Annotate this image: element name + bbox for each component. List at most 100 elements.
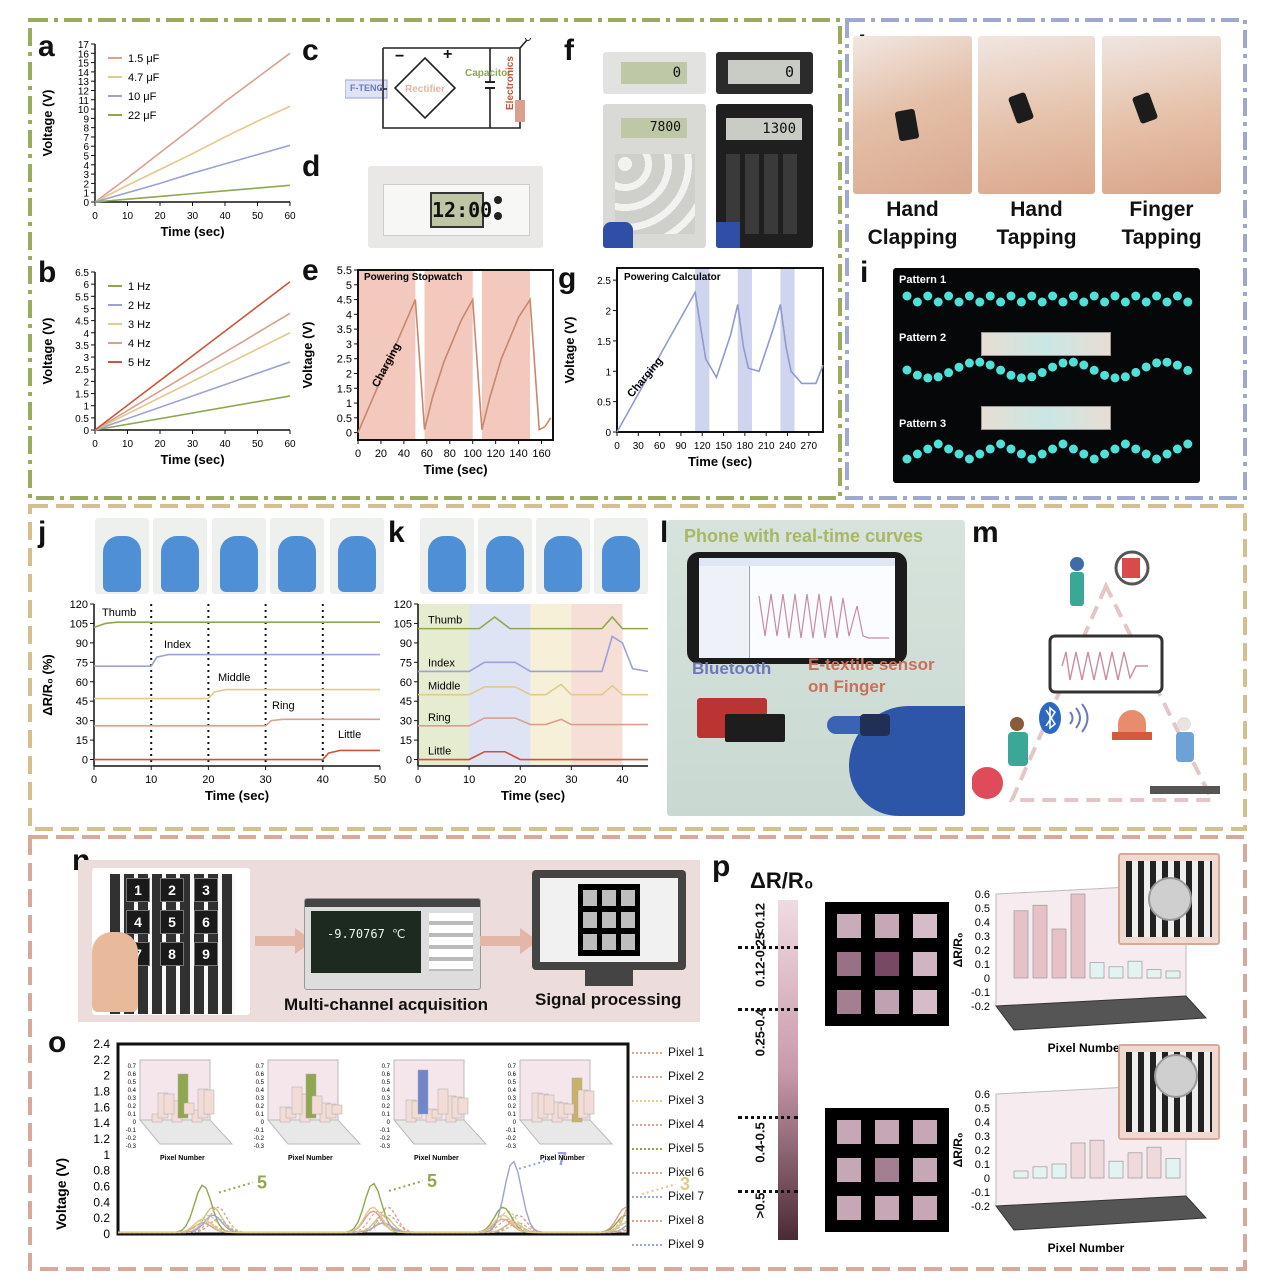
inset-y-tick: -0.1 — [506, 1128, 517, 1134]
inset-y-tick: 0.7 — [128, 1064, 137, 1070]
calc-display-2: 0 — [728, 60, 800, 84]
y-tick-label: 15 — [400, 735, 412, 747]
y-tick-label: -0.2 — [971, 1201, 990, 1213]
pixel-legend-swatch — [632, 1220, 662, 1222]
glove-photo — [594, 518, 648, 594]
y-axis-label: Voltage (V) — [40, 318, 55, 385]
inset-bar — [291, 1086, 303, 1115]
x-tick-label: 120 — [486, 448, 504, 460]
glow-dot — [944, 368, 954, 378]
caption-hand-clapping: Hand Clapping — [867, 198, 958, 250]
key-1: 1 — [126, 878, 150, 902]
hand-clapping-photo — [853, 36, 972, 194]
glow-dot — [1100, 297, 1110, 307]
pattern-1-label: Pattern 1 — [899, 274, 947, 286]
x-tick-label: 0 — [92, 439, 98, 450]
inset-y-tick: -0.2 — [506, 1136, 517, 1142]
inset-bar — [563, 1103, 575, 1115]
inset-y-tick: 0 — [387, 1120, 391, 1126]
annotation-text: Powering Stopwatch — [364, 272, 462, 283]
monitor-cell — [621, 934, 635, 950]
pixel-legend-swatch — [632, 1124, 662, 1126]
glove-photo — [95, 518, 149, 594]
finger-label: Index — [428, 657, 455, 669]
glow-dot — [1068, 291, 1078, 301]
glow-dot — [1068, 444, 1078, 454]
glow-dot — [1089, 365, 1099, 375]
pixel-legend-swatch — [632, 1100, 662, 1102]
glow-dot — [996, 365, 1006, 375]
glove-photo — [153, 518, 207, 594]
glow-dot — [954, 449, 964, 459]
y-tick-label: 30 — [400, 716, 412, 728]
series-line — [418, 615, 648, 630]
inset-y-tick: 0.4 — [508, 1088, 517, 1094]
y-tick-label: 7 — [83, 133, 89, 144]
pixel-bar — [1051, 1163, 1067, 1179]
shaded-region — [469, 604, 531, 766]
finger-label: Ring — [428, 712, 451, 724]
calc-display-3: 7800 — [621, 118, 687, 138]
glow-dot — [1183, 439, 1193, 449]
series-line — [418, 717, 648, 727]
monitor-cell — [621, 912, 635, 928]
glow-dot — [1172, 360, 1182, 370]
glove-hand — [338, 536, 376, 592]
inset-y-tick: 0.3 — [128, 1096, 137, 1102]
glow-dot — [1027, 291, 1037, 301]
inset-bar — [457, 1097, 469, 1115]
pixel-bar — [1013, 1170, 1029, 1179]
key-8: 8 — [160, 942, 184, 966]
y-axis-label: ΔR/R₀ (%) — [40, 654, 55, 715]
pixel-inset-chart: 0.70.60.50.40.30.20.10-0.1-0.2-0.3Pixel … — [254, 1059, 362, 1162]
colorbar-divider — [738, 1190, 798, 1193]
key-6: 6 — [194, 910, 218, 934]
y-tick-label: 0 — [984, 973, 990, 985]
minus-sign: − — [395, 48, 405, 65]
monitor-cell — [602, 912, 616, 928]
pixel-legend-swatch — [632, 1052, 662, 1054]
key-9: 9 — [194, 942, 218, 966]
finger-label: Little — [338, 729, 361, 741]
panel-label-f: f — [564, 34, 574, 67]
inset-y-tick: -0.3 — [254, 1144, 265, 1150]
pixel-legend-label: Pixel 1 — [668, 1045, 705, 1059]
glow-dot — [1120, 439, 1130, 449]
y-tick-label: 1 — [83, 402, 89, 413]
inset-y-tick: 0.4 — [128, 1088, 137, 1094]
finger-label: Middle — [428, 681, 460, 693]
wheelchair-icon — [1122, 558, 1140, 578]
glow-dot — [1141, 297, 1151, 307]
glow-dot — [996, 439, 1006, 449]
x-tick-label: 60 — [421, 448, 433, 460]
key-2: 2 — [160, 878, 184, 902]
arrow-2-icon — [480, 928, 538, 954]
key-3: 3 — [194, 878, 218, 902]
glow-dot — [1100, 370, 1110, 380]
y-tick-label: 1 — [605, 367, 611, 378]
panel-label-b: b — [38, 256, 57, 289]
glow-dot — [1016, 297, 1026, 307]
caption-finger-tapping: Finger Tapping — [1121, 198, 1202, 250]
pixel-inset-chart: 0.70.60.50.40.30.20.10-0.1-0.2-0.3Pixel … — [506, 1059, 614, 1162]
monitor-cell — [602, 890, 616, 906]
glow-dot — [1058, 439, 1068, 449]
y-tick-label: 2 — [83, 179, 89, 190]
panel-label-k: k — [388, 516, 405, 549]
inset-y-tick: -0.3 — [126, 1144, 137, 1150]
inset-y-tick: 0.6 — [256, 1072, 265, 1078]
inset-y-tick: 0 — [261, 1120, 265, 1126]
inset-y-tick: -0.2 — [126, 1136, 137, 1142]
plot-frame — [616, 267, 824, 433]
pixel-bar — [1127, 1152, 1143, 1179]
y-tick-label: 105 — [394, 618, 412, 630]
x-axis-label: Time (sec) — [160, 452, 224, 467]
colorbar-divider — [738, 1116, 798, 1119]
y-tick-label: 60 — [76, 677, 88, 689]
glow-dot — [1162, 357, 1172, 367]
x-tick-label: 50 — [252, 439, 264, 450]
pattern-3-label: Pattern 3 — [899, 418, 947, 430]
inset-y-tick: 0.2 — [508, 1104, 517, 1110]
